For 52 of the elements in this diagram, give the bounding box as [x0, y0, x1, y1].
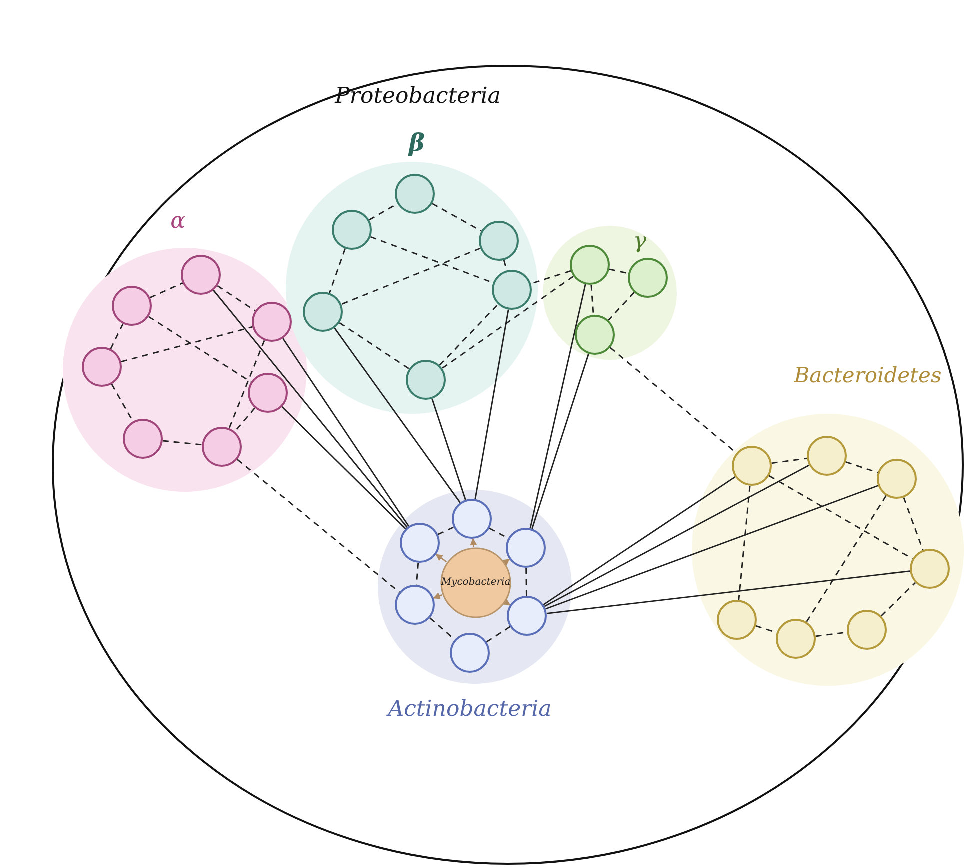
dashed-line: [609, 268, 629, 274]
arrow: [502, 558, 510, 566]
dashed-line: [442, 276, 574, 370]
dashed-line: [162, 440, 202, 446]
dashed-line: [438, 526, 454, 536]
dashed-line: [110, 324, 124, 350]
arrow: [433, 592, 442, 600]
node-label: Mycobacteria: [441, 578, 511, 588]
dashed-line: [880, 582, 916, 617]
connector-line: [282, 406, 406, 530]
dashed-line: [228, 340, 266, 429]
arrow: [436, 554, 448, 563]
arrow: [470, 538, 478, 548]
group-label: Proteobacteria: [335, 86, 501, 108]
dashed-line: [768, 475, 914, 560]
dashed-line: [738, 486, 751, 600]
arrow: [503, 598, 511, 606]
dashed-line: [234, 408, 256, 432]
connector-line: [474, 310, 510, 500]
dashed-line: [806, 496, 887, 622]
connector-line: [532, 354, 590, 530]
dashed-line: [237, 459, 400, 593]
connector-line: [543, 476, 736, 606]
dashed-line: [439, 304, 499, 366]
dashed-line: [148, 316, 252, 383]
group-label: α: [170, 211, 186, 233]
dashed-line: [903, 498, 924, 550]
dashed-line: [121, 326, 253, 363]
group-label: Bacteroidetes: [794, 366, 942, 386]
dashed-line: [526, 568, 528, 596]
group-label: β: [409, 131, 425, 155]
connector-line: [432, 398, 466, 500]
dashed-line: [341, 248, 481, 306]
dashed-line: [329, 248, 346, 294]
dashed-line: [339, 322, 410, 370]
connector-line: [546, 485, 878, 610]
connector-line: [334, 328, 461, 504]
group-label: Actinobacteria: [388, 699, 552, 721]
dashed-line: [432, 203, 482, 232]
connector-line: [282, 338, 410, 527]
group-label: γ: [633, 231, 647, 253]
connector-line: [530, 284, 586, 529]
dashed-line: [590, 284, 594, 316]
dashed-line: [217, 285, 256, 312]
connector-line: [546, 570, 910, 614]
connector-line: [544, 464, 810, 608]
dashed-line: [846, 462, 878, 474]
connector-line: [213, 290, 408, 528]
dashed-line: [772, 458, 808, 464]
dashed-line: [150, 282, 184, 298]
dashed-line: [486, 626, 511, 643]
dashed-line: [608, 292, 635, 321]
